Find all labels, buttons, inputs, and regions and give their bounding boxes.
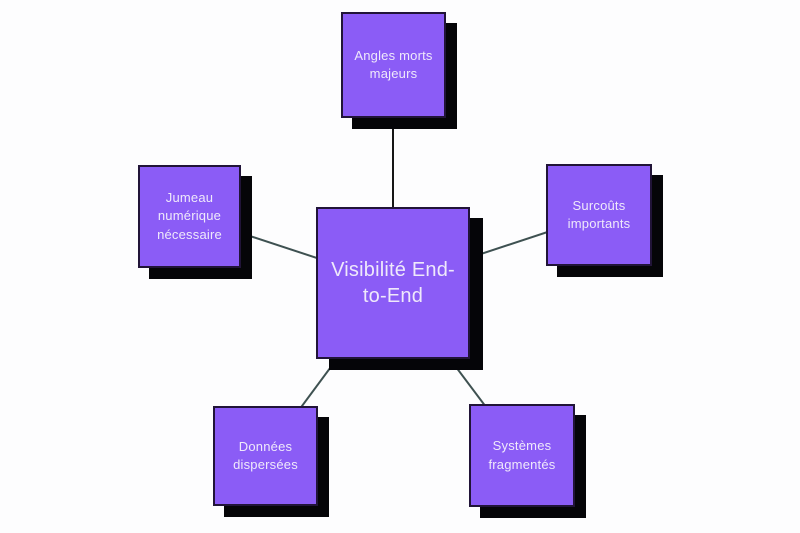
- node-label: Données dispersées: [233, 438, 298, 472]
- node-donnees-dispersees: Données dispersées: [213, 406, 318, 506]
- center-node-label: Visibilité End-to-End: [331, 259, 455, 307]
- node-angles-morts-majeurs: Angles morts majeurs: [341, 12, 446, 118]
- node-surcouts-importants: Surcoûts importants: [546, 164, 652, 266]
- node-jumeau-numerique-necessaire: Jumeau numérique nécessaire: [138, 165, 241, 268]
- node-label: Systèmes fragmentés: [488, 438, 556, 472]
- node-label: Jumeau numérique nécessaire: [157, 189, 222, 242]
- node-systemes-fragmentes: Systèmes fragmentés: [469, 404, 575, 507]
- center-node-visibilite-end-to-end: Visibilité End-to-End: [316, 207, 470, 359]
- node-label: Angles morts majeurs: [354, 47, 433, 81]
- node-label: Surcoûts importants: [567, 197, 631, 231]
